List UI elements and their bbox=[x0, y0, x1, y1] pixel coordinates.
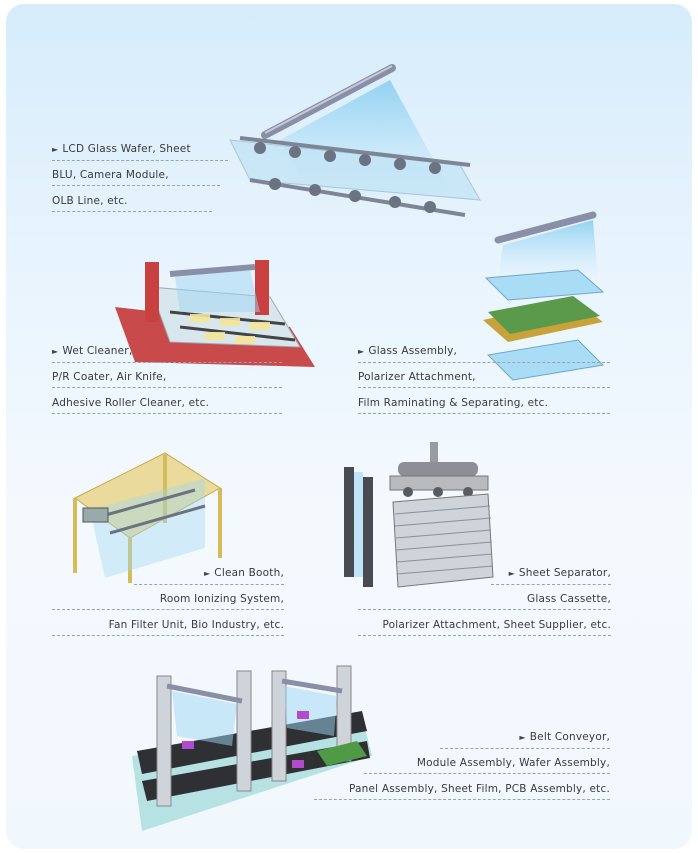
belt-line-1: ►Belt Conveyor, bbox=[440, 730, 610, 749]
lcd-line-2: BLU, Camera Module, bbox=[52, 168, 220, 186]
belt-line-3: Panel Assembly, Sheet Film, PCB Assembly… bbox=[314, 782, 610, 800]
clean-booth-illustration bbox=[65, 448, 235, 588]
sheet-separator-illustration bbox=[338, 442, 503, 592]
belt-conveyor-illustration bbox=[122, 656, 377, 834]
bullet-arrow-icon: ► bbox=[52, 145, 59, 154]
booth-line-3: Fan Filter Unit, Bio Industry, etc. bbox=[52, 618, 284, 636]
sheet-line-1: ►Sheet Separator, bbox=[491, 566, 611, 585]
booth-line-1: ►Clean Booth, bbox=[134, 566, 284, 585]
bullet-arrow-icon: ► bbox=[358, 347, 365, 356]
glass-line-2: Polarizer Attachment, bbox=[358, 370, 610, 388]
booth-line-2: Room Ionizing System, bbox=[52, 592, 284, 610]
glass-line-1: ►Glass Assembly, bbox=[358, 344, 610, 363]
wet-cleaner-illustration bbox=[110, 252, 320, 372]
lcd-line-3: OLB Line, etc. bbox=[52, 194, 212, 212]
sheet-line-2: Glass Cassette, bbox=[358, 592, 611, 610]
wet-line-2: P/R Coater, Air Knife, bbox=[52, 370, 282, 388]
bullet-arrow-icon: ► bbox=[519, 733, 526, 742]
lcd-line-1: ►LCD Glass Wafer, Sheet bbox=[52, 142, 228, 161]
sheet-line-3: Polarizer Attachment, Sheet Supplier, et… bbox=[358, 618, 611, 636]
lcd-glass-line-illustration bbox=[220, 60, 500, 230]
wet-line-3: Adhesive Roller Cleaner, etc. bbox=[52, 396, 282, 414]
glass-line-3: Film Raminating & Separating, etc. bbox=[358, 396, 610, 414]
belt-line-2: Module Assembly, Wafer Assembly, bbox=[364, 756, 610, 774]
wet-line-1: ►Wet Cleaner, bbox=[52, 344, 282, 363]
bullet-arrow-icon: ► bbox=[203, 569, 211, 578]
bullet-arrow-icon: ► bbox=[52, 347, 59, 356]
glass-assembly-illustration bbox=[478, 200, 618, 390]
bullet-arrow-icon: ► bbox=[508, 569, 515, 578]
